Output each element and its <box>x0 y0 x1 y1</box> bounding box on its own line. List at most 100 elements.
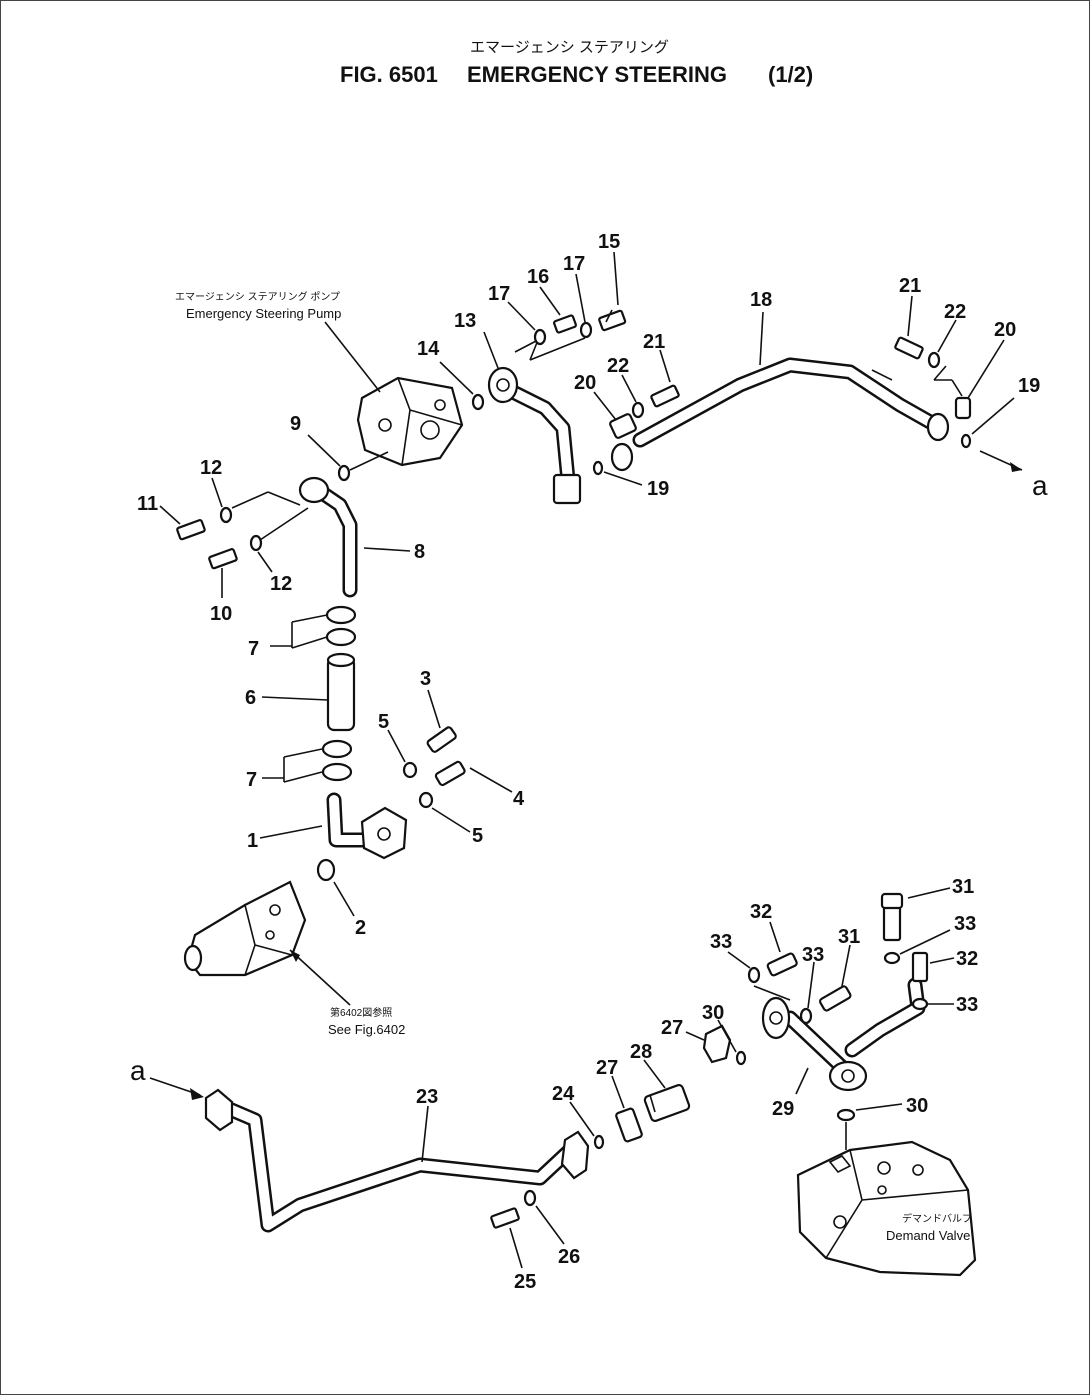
oring-2 <box>316 858 336 882</box>
clamp-7-upper <box>325 605 357 647</box>
part-number-30b: 30 <box>906 1095 928 1117</box>
bolt-21-left <box>650 384 680 408</box>
flange-20-right <box>954 396 972 420</box>
oring-24 <box>593 1134 605 1150</box>
see-fig-label-en: See Fig.6402 <box>328 1022 405 1037</box>
elbow-pipe-8 <box>298 476 358 598</box>
bolt-32-left <box>766 952 798 977</box>
connector-label-a-bottom: a <box>130 1055 146 1086</box>
part-number-33b: 33 <box>802 944 824 966</box>
part-number-5a: 5 <box>378 711 389 733</box>
washer-12-top <box>219 506 233 524</box>
washer-12-bottom <box>249 534 263 552</box>
part-number-13: 13 <box>454 310 476 332</box>
part-number-27b: 27 <box>661 1017 683 1039</box>
washer-22-right <box>927 351 941 369</box>
bolt-10 <box>208 548 238 570</box>
hex-nipple-28 <box>643 1083 691 1123</box>
part-number-20b: 20 <box>994 319 1016 341</box>
part-number-22b: 22 <box>944 301 966 323</box>
part-number-32b: 32 <box>956 948 978 970</box>
see-fig-label-jp: 第6402図参照 <box>330 1006 392 1019</box>
pump-label-en: Emergency Steering Pump <box>186 306 341 321</box>
part-number-21a: 21 <box>643 331 665 353</box>
bolt-31-top <box>880 892 904 942</box>
part-number-23: 23 <box>416 1086 438 1108</box>
washer-22-left <box>631 401 645 419</box>
part-number-31b: 31 <box>838 926 860 948</box>
washer-5-top <box>402 761 418 779</box>
part-number-7b: 7 <box>246 769 257 791</box>
demand-valve-label-jp: デマンドバルブ <box>902 1212 972 1225</box>
part-number-30a: 30 <box>702 1002 724 1024</box>
part-number-4: 4 <box>513 788 525 810</box>
part-number-17a: 17 <box>488 283 510 305</box>
flange-20-left <box>609 413 637 439</box>
part-number-10: 10 <box>210 603 232 625</box>
emergency-steering-pump <box>356 376 464 467</box>
bolt-3 <box>426 726 457 753</box>
oring-30-upper <box>735 1050 747 1066</box>
part-number-1: 1 <box>247 830 258 852</box>
part-number-18: 18 <box>750 289 772 311</box>
bolt-31-mid <box>819 985 852 1012</box>
part-number-33d: 33 <box>956 994 978 1016</box>
pump-leader <box>324 321 381 393</box>
part-number-21b: 21 <box>899 275 921 297</box>
part-number-5b: 5 <box>472 825 483 847</box>
part-number-33a: 33 <box>710 931 732 953</box>
bolt-16 <box>553 314 577 334</box>
part-number-7a: 7 <box>248 638 259 660</box>
fitting-27-left <box>615 1107 643 1143</box>
washer-33-right <box>911 997 929 1011</box>
oring-14 <box>471 393 485 411</box>
washer-33-top <box>883 951 901 965</box>
part-number-9: 9 <box>290 413 301 435</box>
part-number-29: 29 <box>772 1098 794 1120</box>
figure-sheet: (1/2) <box>768 62 813 87</box>
pump-label-jp: エマージェンシ ステアリング ポンプ <box>175 290 340 303</box>
part-number-24: 24 <box>552 1083 575 1105</box>
washer-26 <box>523 1189 537 1207</box>
part-number-6: 6 <box>245 687 256 709</box>
bolt-32-right <box>911 951 929 983</box>
part-number-19b: 19 <box>1018 375 1040 397</box>
part-number-33c: 33 <box>954 913 976 935</box>
bolt-15 <box>598 309 627 332</box>
part-number-11: 11 <box>137 493 158 515</box>
part-number-15: 15 <box>598 231 620 253</box>
hose-18 <box>610 357 950 472</box>
part-number-8: 8 <box>414 541 425 563</box>
oring-30-lower <box>836 1108 856 1122</box>
figure-title: EMERGENCY STEERING <box>467 62 727 87</box>
see-fig-leader <box>289 949 351 1006</box>
bolt-11 <box>176 519 206 541</box>
part-number-14: 14 <box>417 338 440 360</box>
washer-5-bottom <box>418 791 434 809</box>
pipe-23 <box>204 1088 590 1233</box>
part-number-22a: 22 <box>607 355 629 377</box>
elbow-1 <box>326 792 408 860</box>
title-jp: エマージェンシ ステアリング <box>470 39 669 56</box>
pipe-13 <box>487 366 582 505</box>
part-number-12b: 12 <box>270 573 292 595</box>
demand-valve-label-en: Demand Valve <box>886 1228 970 1243</box>
bolt-25 <box>490 1207 520 1229</box>
washer-33-left <box>747 966 761 984</box>
washer-17b <box>533 328 547 346</box>
part-number-32a: 32 <box>750 901 772 923</box>
part-number-27a: 27 <box>596 1057 618 1079</box>
part-number-2: 2 <box>355 917 366 939</box>
part-number-20a: 20 <box>574 372 596 394</box>
washer-17a <box>579 321 593 339</box>
part-number-28: 28 <box>630 1041 652 1063</box>
hose-6 <box>326 652 356 732</box>
pipe-29 <box>761 977 926 1092</box>
bolt-21-right <box>894 336 924 360</box>
demand-valve <box>796 1140 977 1277</box>
part-number-26: 26 <box>558 1246 580 1268</box>
oring-19-left <box>592 460 604 476</box>
connector-label-a-top: a <box>1032 470 1048 501</box>
part-number-17b: 17 <box>563 253 585 275</box>
